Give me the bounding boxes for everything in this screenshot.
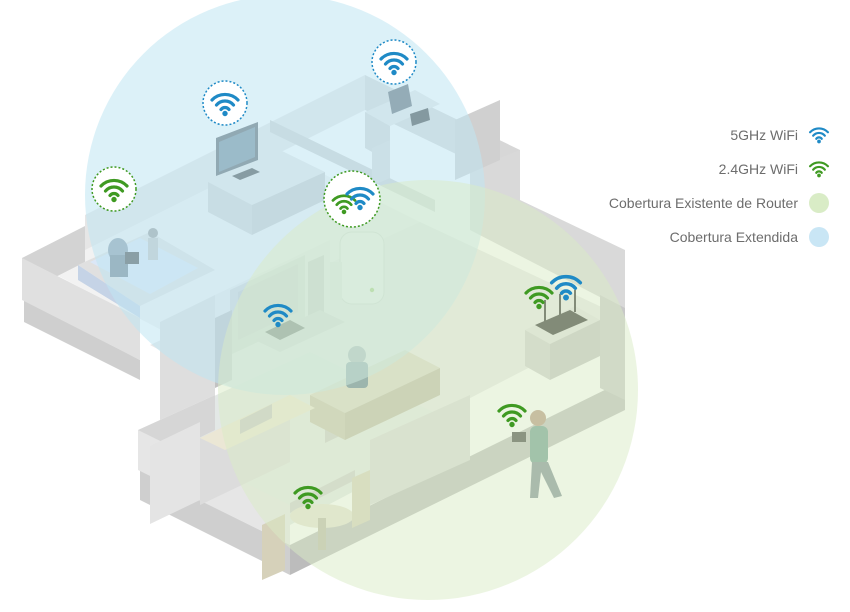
legend: 5GHz WiFi 2.4GHz WiFi Cobertura Existent…: [560, 118, 830, 254]
wifi-badge-bedroom-24ghz: [91, 166, 137, 212]
wifi-badge-desk-5ghz: [202, 80, 248, 126]
router-coverage-area: [218, 180, 638, 600]
legend-label: 2.4GHz WiFi: [718, 161, 798, 177]
extended-coverage-swatch: [809, 227, 829, 247]
legend-item-router-coverage: Cobertura Existente de Router: [560, 186, 830, 220]
wifi-badge-office-5ghz: [371, 39, 417, 85]
legend-label: 5GHz WiFi: [730, 127, 798, 143]
legend-item-extended-coverage: Cobertura Extendida: [560, 220, 830, 254]
wifi-5ghz-icon: [808, 124, 830, 146]
legend-item-24ghz: 2.4GHz WiFi: [560, 152, 830, 186]
legend-item-5ghz: 5GHz WiFi: [560, 118, 830, 152]
wifi-badge-extender-dual: [323, 170, 381, 228]
legend-label: Cobertura Extendida: [669, 229, 798, 245]
legend-label: Cobertura Existente de Router: [608, 195, 798, 211]
wifi-24ghz-icon: [808, 158, 830, 180]
router-coverage-swatch: [809, 193, 829, 213]
